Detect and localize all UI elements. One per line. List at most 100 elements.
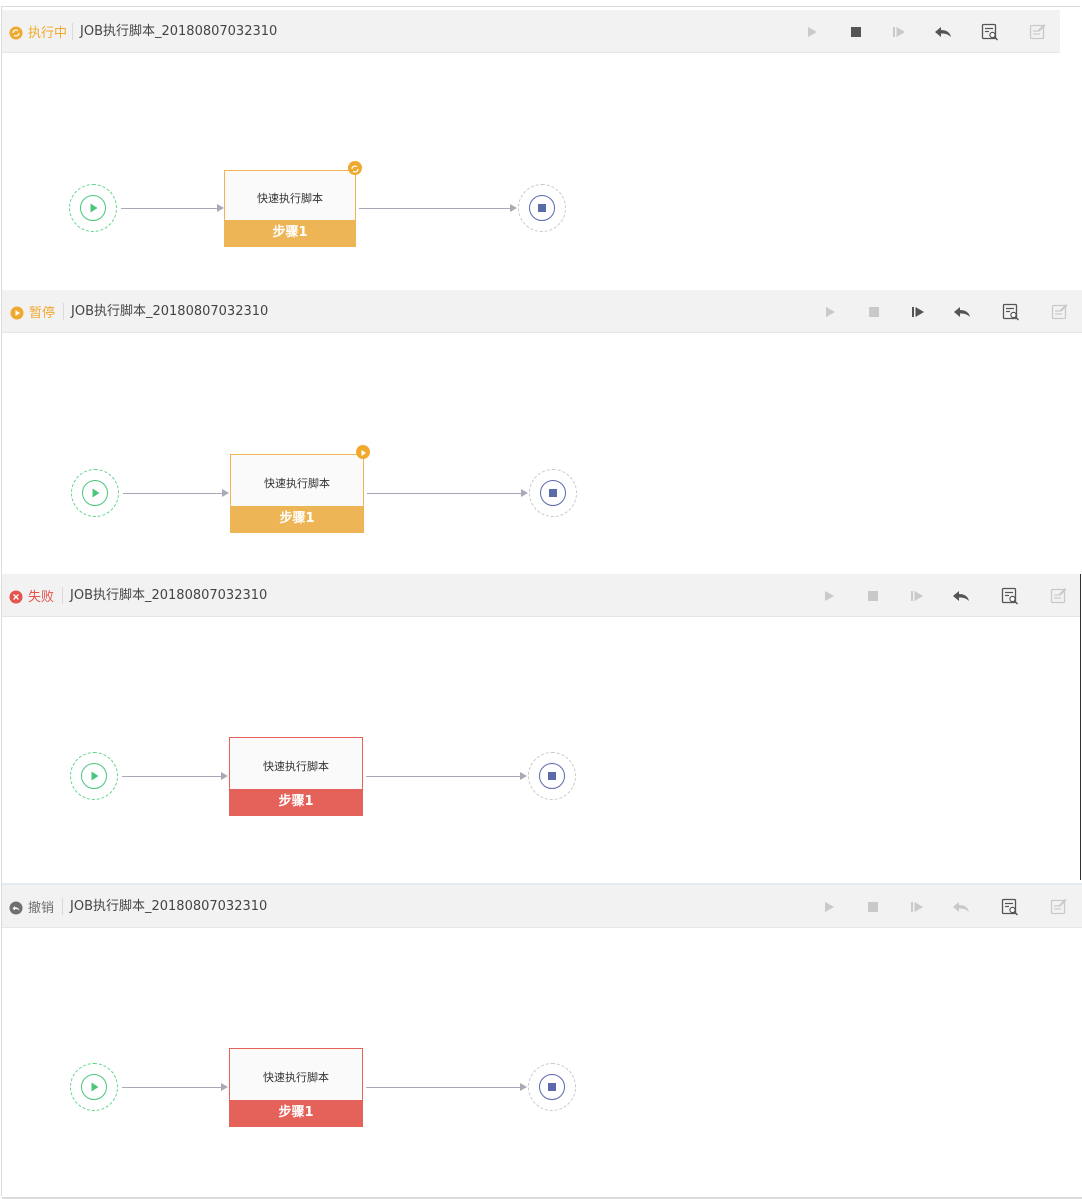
- job-panel-paused: 暂停 JOB执行脚本_20180807032310 快: [2, 290, 1082, 574]
- step-resume-icon: [911, 591, 923, 601]
- edge-start-to-step: [123, 489, 229, 497]
- start-node[interactable]: [69, 184, 117, 232]
- edge-start-to-step: [122, 1083, 228, 1091]
- step-label: 步骤1: [225, 220, 355, 246]
- play-icon: [826, 307, 835, 317]
- stop-icon: [869, 307, 879, 317]
- edge-step-to-end: [359, 204, 517, 212]
- step-title: 快速执行脚本: [263, 1071, 329, 1084]
- end-node-icon: [529, 195, 555, 221]
- start-node-icon: [80, 195, 106, 221]
- job-name: JOB执行脚本_20180807032310: [71, 304, 269, 319]
- undo-button[interactable]: [950, 300, 974, 324]
- step-title: 快速执行脚本: [264, 477, 330, 490]
- log-view-icon: [1002, 303, 1019, 321]
- stop-button[interactable]: [861, 895, 885, 919]
- stop-icon: [868, 902, 878, 912]
- edit-button[interactable]: [1048, 300, 1072, 324]
- edge-step-to-end: [367, 489, 528, 497]
- step-node[interactable]: 快速执行脚本 步骤1: [229, 737, 363, 816]
- edit-icon: [1029, 24, 1046, 40]
- step-title: 快速执行脚本: [257, 192, 323, 205]
- flow-canvas: 快速执行脚本 步骤1: [2, 53, 1060, 290]
- job-header: 暂停 JOB执行脚本_20180807032310: [2, 290, 1082, 333]
- log-view-icon: [1001, 587, 1018, 605]
- start-node-icon: [82, 480, 108, 506]
- resume-button[interactable]: [905, 584, 929, 608]
- status-label: 执行中: [28, 26, 68, 41]
- run-button[interactable]: [817, 584, 841, 608]
- play-icon: [825, 591, 834, 601]
- run-button[interactable]: [818, 300, 842, 324]
- end-node[interactable]: [528, 752, 576, 800]
- undo-button[interactable]: [949, 584, 973, 608]
- step-node[interactable]: 快速执行脚本 步骤1: [229, 1048, 363, 1127]
- log-button[interactable]: [998, 895, 1022, 919]
- start-node[interactable]: [71, 469, 119, 517]
- header-divider: [63, 303, 64, 320]
- log-button[interactable]: [999, 300, 1023, 324]
- status-label: 失败: [28, 590, 55, 605]
- stop-icon: [851, 27, 861, 37]
- edit-button[interactable]: [1047, 584, 1071, 608]
- status-indicator: 暂停: [10, 290, 55, 333]
- end-node-icon: [539, 1074, 565, 1100]
- resume-button[interactable]: [887, 20, 911, 44]
- undo-icon: [954, 307, 970, 317]
- run-button[interactable]: [817, 895, 841, 919]
- step-title: 快速执行脚本: [263, 760, 329, 773]
- step-resume-icon: [911, 902, 923, 912]
- undo-button[interactable]: [931, 20, 955, 44]
- job-header: 执行中 JOB执行脚本_20180807032310: [2, 10, 1060, 53]
- resume-button[interactable]: [906, 300, 930, 324]
- job-name: JOB执行脚本_20180807032310: [70, 899, 268, 914]
- undo-icon: [953, 902, 969, 912]
- edit-button[interactable]: [1026, 20, 1050, 44]
- status-indicator: 失败: [9, 574, 54, 617]
- job-header: 失败 JOB执行脚本_20180807032310: [2, 574, 1080, 617]
- end-node-icon: [540, 480, 566, 506]
- edit-icon: [1050, 588, 1067, 604]
- end-node[interactable]: [529, 469, 577, 517]
- stop-icon: [868, 591, 878, 601]
- step-node[interactable]: 快速执行脚本 步骤1: [230, 454, 364, 533]
- start-node-icon: [81, 763, 107, 789]
- stop-button[interactable]: [844, 20, 868, 44]
- header-divider: [72, 23, 73, 40]
- top-divider: [2, 6, 1080, 7]
- end-node[interactable]: [528, 1063, 576, 1111]
- running-badge-icon: [348, 161, 362, 175]
- start-node[interactable]: [70, 752, 118, 800]
- log-button[interactable]: [998, 584, 1022, 608]
- flow-canvas: 快速执行脚本 步骤1: [2, 617, 1080, 880]
- status-label: 暂停: [29, 306, 56, 321]
- paused-status-icon: [10, 305, 24, 319]
- edge-start-to-step: [121, 204, 224, 212]
- left-divider: [1, 6, 2, 1196]
- log-button[interactable]: [978, 20, 1002, 44]
- end-node-icon: [539, 763, 565, 789]
- step-node[interactable]: 快速执行脚本 步骤1: [224, 170, 356, 247]
- step-label: 步骤1: [231, 506, 363, 532]
- status-indicator: 撤销: [9, 885, 54, 928]
- header-divider: [62, 587, 63, 604]
- job-name: JOB执行脚本_20180807032310: [80, 24, 278, 39]
- edit-icon: [1050, 899, 1067, 915]
- flow-canvas: 快速执行脚本 步骤1: [2, 333, 1082, 574]
- stop-button[interactable]: [861, 584, 885, 608]
- end-node[interactable]: [518, 184, 566, 232]
- stop-button[interactable]: [862, 300, 886, 324]
- undo-icon: [935, 27, 951, 37]
- failed-status-icon: [9, 589, 23, 603]
- run-button[interactable]: [800, 20, 824, 44]
- start-node[interactable]: [70, 1063, 118, 1111]
- job-name: JOB执行脚本_20180807032310: [70, 588, 268, 603]
- undo-button[interactable]: [949, 895, 973, 919]
- status-indicator: 执行中: [9, 10, 67, 53]
- edit-button[interactable]: [1047, 895, 1071, 919]
- step-label: 步骤1: [230, 1100, 362, 1126]
- job-panel-cancelled: 撤销 JOB执行脚本_20180807032310 快: [2, 883, 1082, 1199]
- edge-step-to-end: [366, 772, 527, 780]
- resume-button[interactable]: [905, 895, 929, 919]
- header-divider: [62, 898, 63, 915]
